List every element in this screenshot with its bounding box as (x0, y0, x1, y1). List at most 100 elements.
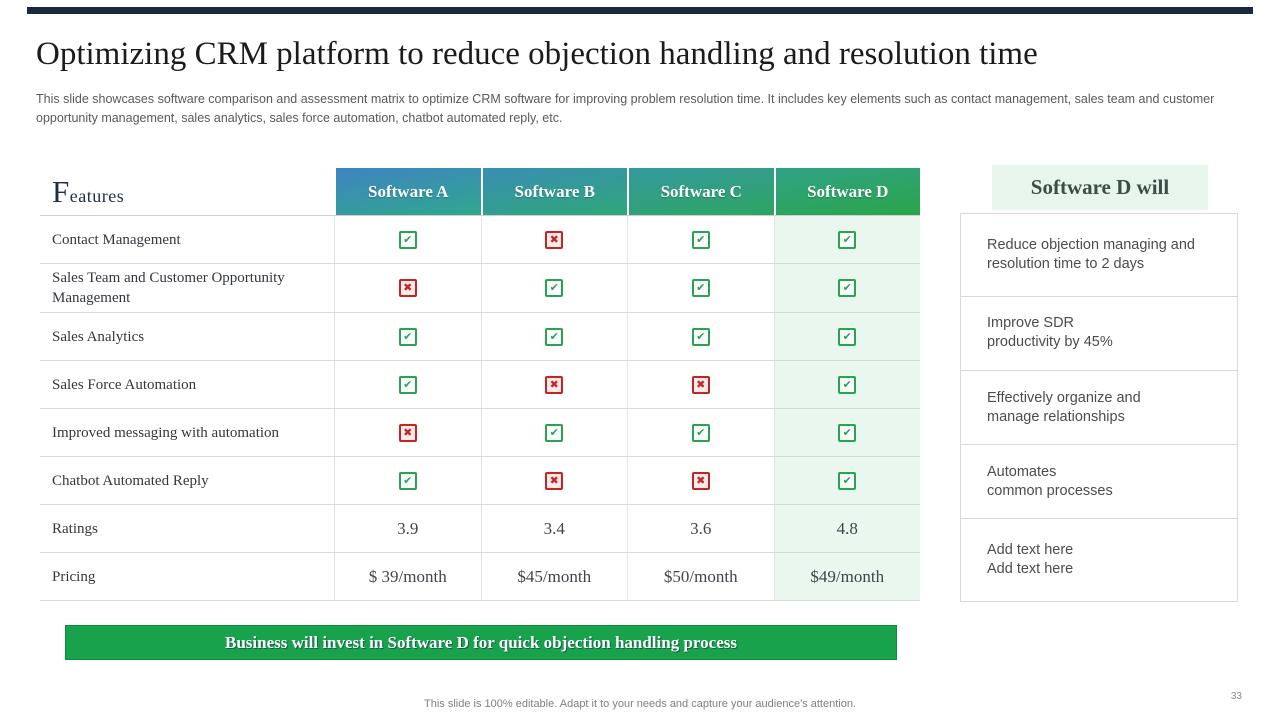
checkmark-icon: ✔ (838, 423, 857, 442)
table-cell: $49/month (773, 553, 920, 600)
features-label: Features (52, 173, 125, 209)
table-cell: ✔ (334, 313, 481, 360)
cell-value: $ 39/month (368, 566, 447, 586)
benefit-line: resolution time to 2 days (987, 255, 1145, 272)
table-cell: ✔ (773, 216, 920, 263)
benefits-panel: Reduce objection managing and resolution … (960, 213, 1238, 602)
cross-icon: ✖ (545, 230, 564, 249)
benefit-item: Improve SDR productivity by 45% (961, 297, 1237, 371)
table-cell: $ 39/month (334, 553, 481, 600)
table-cell: ✔ (334, 457, 481, 504)
feature-name: Chatbot Automated Reply (52, 472, 209, 489)
table-cell: ✔ (773, 264, 920, 312)
benefit-line: common processes (987, 482, 1113, 499)
table-cell: ✖ (480, 361, 628, 408)
table-cell: 3.9 (334, 505, 481, 552)
conclusion-banner: Business will invest in Software D for q… (65, 625, 897, 660)
table-row: Pricing $ 39/month $45/month $50/month $49/m… (40, 553, 920, 601)
checkmark-icon: ✔ (838, 327, 857, 346)
benefit-line: Reduce objection managing and (987, 236, 1195, 253)
feature-name: Sales Team and Customer Opportunity Mana… (52, 270, 285, 306)
table-row: Contact Management ✔ ✖ ✔ ✔ (40, 216, 920, 264)
feature-name: Ratings (52, 520, 98, 537)
checkmark-icon: ✔ (691, 423, 710, 442)
table-cell: ✖ (627, 457, 774, 504)
cross-icon: ✖ (545, 471, 564, 490)
software-column-header: Software B (482, 168, 627, 215)
cross-icon: ✖ (691, 471, 710, 490)
table-row: Sales Force Automation✔✖✖✔ (40, 361, 920, 409)
checkmark-icon: ✔ (691, 327, 710, 346)
table-cell: ✔ (334, 361, 481, 408)
table-row: Sales Analytics ✔ ✔ ✔ ✔ (40, 313, 920, 361)
table-cell: ✖ (334, 264, 481, 312)
table-cell: ✔ (773, 409, 920, 456)
table-cell: $50/month (627, 553, 774, 600)
checkmark-icon: ✔ (398, 471, 417, 490)
table-cell: ✖ (480, 457, 628, 504)
table-cell: ✔ (773, 361, 920, 408)
feature-name: Pricing (52, 568, 96, 585)
table-header-row: Features Software A Software B Software C S… (40, 168, 920, 215)
cell-value: $49/month (810, 566, 885, 586)
checkmark-icon: ✔ (838, 375, 857, 394)
table-cell: ✔ (627, 216, 774, 263)
cell-value: 3.9 (397, 518, 419, 538)
table-cell: ✔ (627, 313, 774, 360)
table-cell: ✔ (334, 216, 481, 263)
slide-description: This slide showcases software comparison… (36, 92, 1215, 125)
table-body: Contact Management✔✖✔✔Sales Team and Cus… (40, 215, 920, 601)
benefit-line: Add text here (987, 542, 1074, 559)
top-accent-bar (27, 7, 1253, 14)
comparison-table: Features Software A Software B Software C S… (40, 168, 920, 601)
cross-icon: ✖ (398, 279, 417, 297)
software-column-header: Software D (775, 168, 920, 215)
footer-note: This slide is 100% editable. Adapt it to… (424, 698, 856, 710)
table-cell: ✔ (627, 264, 774, 312)
benefit-line: Add text here (987, 561, 1074, 578)
checkmark-icon: ✔ (838, 230, 857, 249)
table-cell: ✖ (480, 216, 628, 263)
table-row: Chatbot Automated Reply ✔ ✖ ✖ ✔ (40, 457, 920, 505)
software-column-header: Software A (336, 168, 481, 215)
table-cell: 4.8 (773, 505, 920, 552)
table-cell: $45/month (480, 553, 628, 600)
checkmark-icon: ✔ (398, 375, 417, 394)
table-cell: ✔ (480, 313, 628, 360)
software-column-label: Software B (514, 181, 595, 201)
feature-name: Sales Analytics (52, 328, 145, 345)
benefit-line: Improve SDR (987, 315, 1075, 332)
software-column-label: Software C (660, 181, 742, 201)
checkmark-icon: ✔ (838, 471, 857, 490)
benefit-line: productivity by 45% (987, 334, 1113, 351)
checkmark-icon: ✔ (545, 327, 564, 346)
benefit-item: Reduce objection managing and resolution … (961, 214, 1237, 297)
cell-value: 4.8 (836, 518, 858, 538)
cell-value: $45/month (517, 566, 592, 586)
table-cell: ✔ (480, 264, 628, 312)
software-column-label: Software A (368, 181, 449, 201)
software-column-header: Software C (629, 168, 774, 215)
checkmark-icon: ✔ (545, 279, 564, 297)
checkmark-icon: ✔ (691, 279, 710, 297)
checkmark-icon: ✔ (545, 423, 564, 442)
checkmark-icon: ✔ (398, 327, 417, 346)
table-cell: ✔ (480, 409, 628, 456)
cross-icon: ✖ (691, 375, 710, 394)
checkmark-icon: ✔ (398, 230, 417, 249)
cell-value: 3.6 (690, 518, 712, 538)
table-row: Sales Team and Customer Opportunity Mana… (40, 264, 920, 313)
table-cell: 3.4 (480, 505, 628, 552)
software-column-label: Software D (807, 181, 889, 201)
benefit-line: Automates (987, 463, 1057, 480)
table-row: Improved messaging with automation✖✔✔✔ (40, 409, 920, 457)
cell-value: 3.4 (543, 518, 565, 538)
table-cell: ✖ (334, 409, 481, 456)
features-column-header: Features (40, 168, 334, 215)
feature-name: Contact Management (52, 231, 181, 248)
benefit-item: Automates common processes (961, 445, 1237, 520)
table-cell: ✔ (773, 457, 920, 504)
table-cell: ✔ (773, 313, 920, 360)
cross-icon: ✖ (398, 423, 417, 442)
